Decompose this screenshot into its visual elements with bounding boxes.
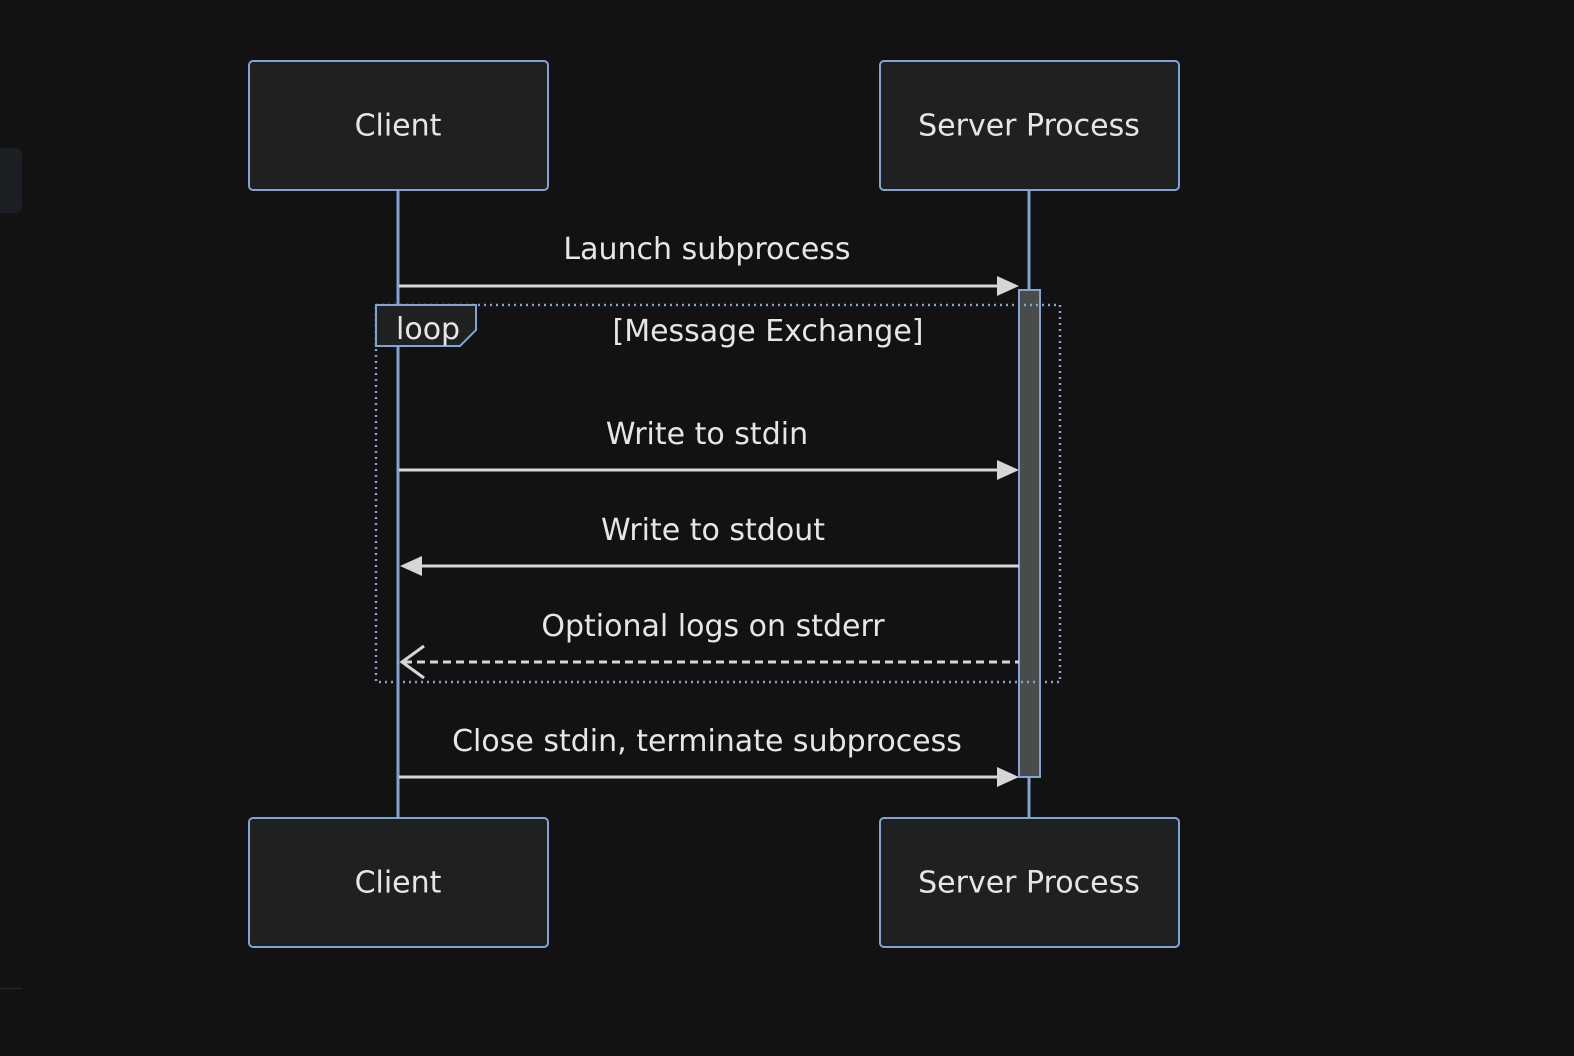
actor-label: Client [355, 109, 442, 144]
actor-server-top: Server Process [879, 60, 1180, 191]
loop-frame: loop [Message Exchange] [374, 303, 1062, 684]
arrowhead-left-icon [400, 556, 422, 576]
server-activation-bar [1018, 289, 1041, 778]
actor-box [879, 817, 1180, 948]
side-panel-tab[interactable] [0, 148, 22, 213]
side-divider [0, 988, 22, 989]
open-arrowhead-left-icon [399, 644, 425, 680]
loop-condition: [Message Exchange] [612, 314, 923, 349]
message-label: Write to stdin [606, 417, 808, 452]
actor-client-top: Client [248, 60, 549, 191]
message-close-stdin: Close stdin, terminate subprocess [399, 724, 1019, 787]
message-launch-subprocess: Launch subprocess [399, 232, 1019, 296]
arrowhead-right-icon [997, 767, 1019, 787]
message-label: Optional logs on stderr [541, 609, 885, 644]
message-label: Write to stdout [601, 513, 825, 548]
arrowhead-right-icon [997, 276, 1019, 296]
actor-label: Server Process [918, 866, 1140, 901]
message-write-to-stdin: Write to stdin [399, 417, 1019, 480]
actor-box [248, 60, 549, 191]
loop-tag-shape [375, 304, 477, 347]
loop-frame-border [374, 303, 1062, 684]
actor-label: Client [355, 866, 442, 901]
actor-client-bottom: Client [248, 817, 549, 948]
loop-keyword: loop [396, 312, 460, 347]
message-write-to-stdout: Write to stdout [400, 513, 1019, 576]
message-optional-logs-stderr: Optional logs on stderr [399, 609, 1019, 680]
message-label: Launch subprocess [563, 232, 850, 267]
arrowhead-right-icon [997, 460, 1019, 480]
actor-box [879, 60, 1180, 191]
actor-box [248, 817, 549, 948]
message-label: Close stdin, terminate subprocess [452, 724, 962, 759]
actor-label: Server Process [918, 109, 1140, 144]
actor-server-bottom: Server Process [879, 817, 1180, 948]
